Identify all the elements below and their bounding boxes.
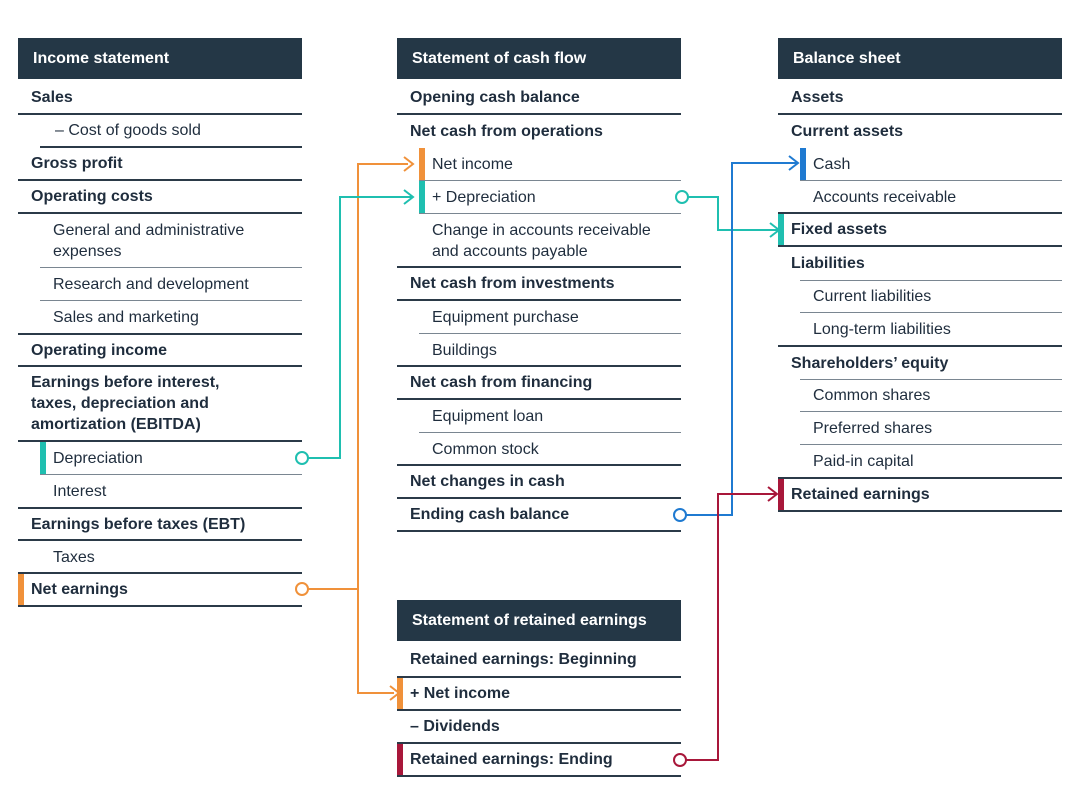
bs-row-cash: Cash	[800, 148, 1062, 181]
orange-connector	[295, 156, 415, 701]
bs-row-current-liabilities: Current liabilities	[800, 280, 1062, 313]
retained-earnings-arrowhead	[767, 486, 779, 502]
cf-row-net-changes-cash: Net changes in cash	[397, 464, 681, 499]
income-row-depreciation: Depreciation	[40, 442, 302, 475]
re-net-income-orange-marker	[397, 678, 403, 709]
bs-row-shareholders-equity: Shareholders’ equity	[778, 345, 1062, 379]
income-row-general-admin: General and administrative expenses	[40, 214, 302, 268]
cf-row-opening-cash: Opening cash balance	[397, 81, 681, 115]
bs-row-fixed-assets: Fixed assets	[778, 212, 1062, 247]
income-row-ebitda: Earnings before interest, taxes, depreci…	[18, 367, 302, 442]
income-row-gross-profit: Gross profit	[18, 148, 302, 181]
income-row-operating-income: Operating income	[18, 333, 302, 367]
cf-row-equipment-purchase: Equipment purchase	[419, 301, 681, 334]
income-row-sales-marketing: Sales and marketing	[53, 309, 199, 326]
income-statement-title: Income statement	[18, 38, 302, 79]
net-income-arrowhead	[403, 156, 415, 172]
cf-row-buildings: Buildings	[432, 342, 497, 359]
bs-row-current-assets: Current assets	[791, 123, 904, 140]
bs-cash-blue-marker	[800, 148, 806, 180]
teal-connector	[295, 189, 781, 465]
income-row-ebt: Earnings before taxes (EBT)	[18, 507, 302, 541]
cf-row-net-cash-investments: Net cash from investments	[397, 266, 681, 301]
blue-connector	[673, 155, 800, 522]
cash-arrowhead	[788, 155, 800, 171]
net-earnings-connector-dot	[295, 582, 309, 596]
red-connector	[673, 486, 779, 767]
bs-row-long-term-liabilities: Long-term liabilities	[813, 321, 951, 338]
balance-sheet-panel: Balance sheet	[778, 38, 1062, 79]
cf-net-income-orange-marker	[419, 148, 425, 180]
income-row-taxes: Taxes	[53, 548, 95, 566]
cf-row-ending-cash: Ending cash balance	[397, 499, 681, 532]
income-statement-panel: Income statement	[18, 38, 302, 79]
bs-fixed-assets-teal-marker	[778, 214, 784, 245]
bs-row-paid-in-capital: Paid-in capital	[813, 453, 914, 470]
income-row-sales: Sales	[18, 81, 302, 115]
income-row-interest: Interest	[53, 483, 107, 500]
bs-row-assets: Assets	[778, 81, 1062, 115]
cf-depreciation-arrowhead	[403, 189, 415, 205]
cf-row-equipment-loan: Equipment loan	[419, 400, 681, 433]
income-row-cost-of-goods-sold: – Cost of goods sold	[40, 115, 302, 148]
retained-earnings-title: Statement of retained earnings	[397, 600, 681, 641]
bs-row-common-shares: Common shares	[800, 379, 1062, 412]
ending-cash-connector-dot	[673, 508, 687, 522]
net-earnings-orange-marker	[18, 574, 24, 605]
income-row-research-development: Research and development	[40, 268, 302, 301]
re-row-dividends: – Dividends	[397, 711, 681, 744]
retained-earnings-panel: Statement of retained earnings	[397, 600, 681, 641]
cf-depreciation-connector-dot	[675, 190, 689, 204]
cash-flow-panel: Statement of cash flow	[397, 38, 681, 79]
cf-row-change-receivable-payable: Change in accounts receivable and accoun…	[432, 222, 651, 260]
cf-row-common-stock: Common stock	[432, 441, 539, 458]
bs-retained-earnings-red-marker	[778, 479, 784, 510]
depreciation-connector-dot	[295, 451, 309, 465]
cf-depreciation-teal-marker	[419, 181, 425, 213]
cf-row-net-income: Net income	[419, 148, 681, 181]
re-ending-connector-dot	[673, 753, 687, 767]
cash-flow-title: Statement of cash flow	[397, 38, 681, 79]
re-ending-red-marker	[397, 744, 403, 775]
fixed-assets-arrowhead	[769, 222, 781, 238]
bs-row-preferred-shares: Preferred shares	[800, 412, 1062, 445]
re-row-ending: Retained earnings: Ending	[397, 744, 681, 777]
bs-row-liabilities: Liabilities	[791, 255, 865, 272]
income-row-operating-costs: Operating costs	[18, 181, 302, 214]
cf-row-net-cash-operations: Net cash from operations	[410, 123, 603, 140]
cf-row-net-cash-financing: Net cash from financing	[397, 365, 681, 400]
re-row-net-income: + Net income	[397, 678, 681, 711]
bs-row-retained-earnings: Retained earnings	[778, 477, 1062, 512]
depreciation-teal-marker	[40, 442, 46, 474]
bs-row-accounts-receivable: Accounts receivable	[813, 189, 957, 206]
income-row-net-earnings: Net earnings	[18, 572, 302, 607]
balance-sheet-title: Balance sheet	[778, 38, 1062, 79]
re-net-income-arrowhead	[389, 685, 401, 701]
re-row-beginning: Retained earnings: Beginning	[397, 643, 681, 678]
cf-row-depreciation: + Depreciation	[419, 181, 681, 214]
